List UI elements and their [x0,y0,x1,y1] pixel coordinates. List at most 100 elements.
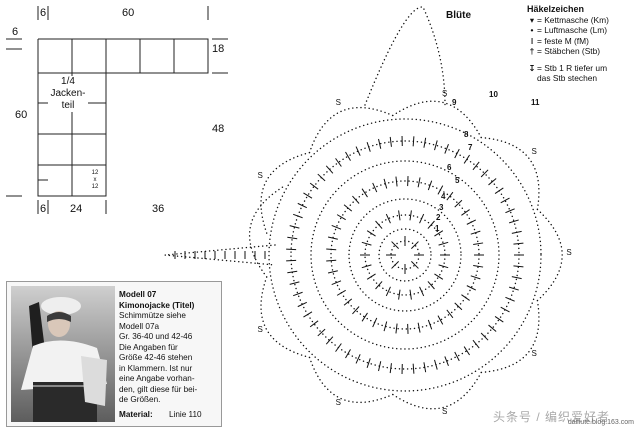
chain-round [310,160,500,350]
stitch-mark [343,298,353,306]
stitch-mark [454,351,460,362]
stitch-mark [335,343,342,352]
stitch-mark [513,242,524,245]
stitch-mark [366,358,371,368]
stitch-mark [444,144,449,154]
stitch-mark [391,261,399,269]
caption-line: in Klammern. Ist nur [119,363,193,373]
legend-item-single-crochet: ǀ= feste M (fM) [527,36,639,47]
stitch-mark [409,289,412,300]
stitch-mark [494,315,504,323]
stitch-mark [427,180,433,191]
stitch-mark [446,191,454,201]
model-caption: Modell 07 Kimonojacke (Titel) Schimmütze… [119,290,219,420]
stitch-mark [343,204,353,212]
legend-item-post-stitch: ↧= Stb 1 R tiefer um [527,63,639,74]
stitch-mark [511,230,522,234]
stem [164,244,276,266]
post-stitch-icon: ↧ [528,62,536,73]
stitch-mark [331,280,342,285]
round-number-1: 1 [435,224,440,233]
stitch-mark [317,328,326,337]
dim-right-48: 48 [212,123,225,135]
chain-round [364,214,446,296]
jacket-part-label: 1/4 Jacken- teil [48,76,88,112]
stitch-mark [438,264,449,269]
stitch-mark [494,187,504,195]
stitch-mark [366,230,376,237]
stitch-mark [361,312,368,322]
stitch-mark [509,219,519,224]
stitch-mark [419,286,425,297]
round-number-6: 6 [447,163,452,172]
stitch-mark [325,165,334,174]
dim-left-6: 6 [12,26,19,38]
stitch-mark [398,210,401,221]
stitch-mark [500,197,510,204]
watermark: 头条号 / 编织爱好者 [492,410,610,424]
caption-line: eine Angabe vorhan- [119,374,195,383]
legend-item-label: = Stb 1 R tiefer um [537,62,608,73]
top-petal [364,6,446,106]
round-number-5: 5 [455,176,460,185]
caption-line: Größe 42-46 stehen [119,353,193,362]
stitch-mark [411,241,419,249]
round-number-11: 11 [531,98,540,107]
stitch-mark [383,321,388,332]
stitch-mark [409,210,412,221]
stitch-mark [454,302,463,311]
stitch-mark [331,225,342,230]
double-crochet-icon: † [529,46,535,56]
model-info-box: Modell 07 Kimonojacke (Titel) Schimmütze… [6,281,222,427]
slip-stitch-icon: ▾ [529,14,535,25]
stitch-mark [417,322,421,333]
stitch-mark [287,236,298,240]
legend-item-label: = feste M (fM) [537,35,589,46]
stitch-mark [297,301,308,308]
stitch-mark [303,192,313,199]
chain-stitch-icon: • [530,25,534,35]
s-label: S [532,349,537,358]
stitch-mark [505,296,515,302]
caption-line: de Größen. [119,395,161,404]
dim-left-60: 60 [15,109,28,121]
legend-title: Häkelzeichen [527,4,585,14]
stitch-mark [326,259,337,262]
s-label: S [532,147,537,156]
jacket-label-line: Jacken- [50,88,86,99]
caption-line: den, gilt diese für bei- [119,384,198,394]
chain-round [268,118,542,392]
stitch-mark [395,176,398,187]
chain-round [330,180,480,330]
chain-round [378,228,432,282]
stitch-mark [361,264,372,269]
stitch-mark [427,220,435,229]
stitch-mark [391,241,399,249]
legend-item-label-cont: das Stb stechen [537,73,598,83]
stitch-mark [423,362,427,373]
stitch-mark [480,169,489,178]
stitch-mark [355,354,361,364]
caption-line: Gr. 36-40 und 42-46 [119,332,193,341]
s-label: S [258,325,263,334]
legend-item-slip-stitch: ▾= Kettmasche (Km) [527,15,639,26]
stitch-mark [366,142,371,152]
stitch-mark [375,220,383,229]
petal-scallops [248,100,563,410]
stitch-mark [427,319,433,330]
stitch-mark [500,306,510,313]
stitch-mark [289,281,300,285]
stitch-mark [378,361,382,372]
stitch-mark [327,236,338,240]
stitch-mark [438,241,449,246]
stitch-mark [454,148,460,159]
stitch-mark [466,285,477,291]
caption-line: Schimmütze siehe [119,311,186,320]
stitch-mark [454,199,463,208]
stitch-mark [412,136,415,147]
stitch-mark [327,270,338,274]
stitch-mark [488,324,497,332]
stitch-mark [419,213,425,224]
stitch-mark [345,151,351,161]
round-number-9: 9 [452,98,457,107]
